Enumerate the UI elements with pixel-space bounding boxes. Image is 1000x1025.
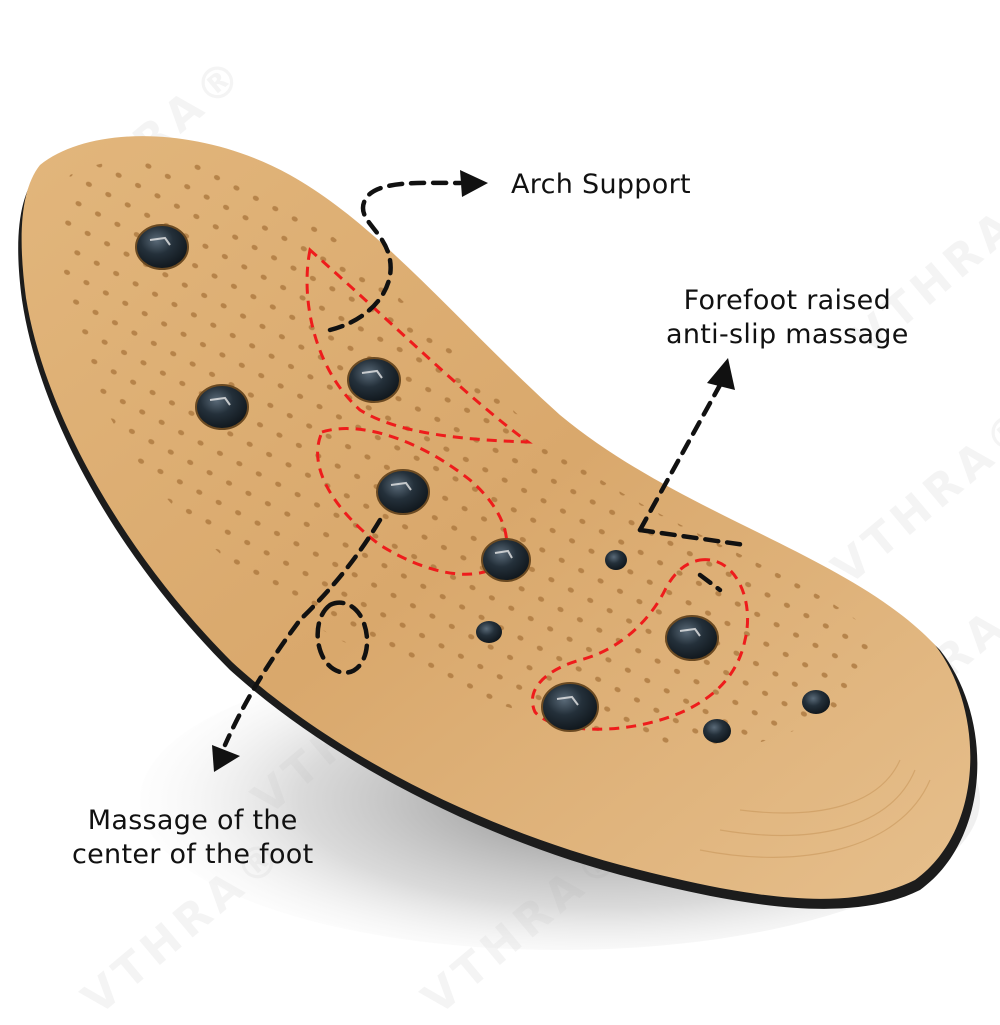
center-foot-label-line1: Massage of the: [87, 805, 298, 836]
center-arrow-line: [222, 517, 383, 748]
center-arrowhead-icon: [212, 745, 240, 772]
arch-support-label: Arch Support: [511, 169, 691, 200]
product-diagram: VTHRA® VTHRA® VTHRA® VTHRA® VTHRA® VTHRA…: [18, 46, 1000, 1025]
forefoot-label-line1: Forefoot raised: [683, 285, 892, 316]
forefoot-arrowhead-icon: [707, 358, 735, 390]
magnet: [802, 690, 830, 714]
magnet: [605, 550, 627, 570]
heel-contour-lines: [699, 759, 931, 858]
magnet: [376, 469, 430, 515]
insole-illustration: [18, 136, 980, 950]
forefoot-arrow-line: [637, 382, 723, 533]
forefoot-label-line2: anti-slip massage: [666, 319, 909, 350]
arch-zone-outline: [305, 247, 533, 444]
magnet: [347, 357, 401, 403]
magnet: [476, 621, 502, 643]
magnet: [703, 719, 731, 743]
insole-dot-texture: [61, 158, 881, 750]
forefoot-label: Forefoot raised anti-slip massage: [666, 284, 909, 352]
center-arrow-loop: [315, 600, 370, 675]
magnet: [195, 384, 249, 430]
center-foot-label: Massage of the center of the foot: [72, 804, 313, 872]
forefoot-arrow-tail: [697, 572, 723, 593]
magnet: [135, 224, 189, 270]
magnet: [481, 538, 531, 582]
magnet: [541, 682, 599, 732]
arch-support-arrow-line: [327, 180, 463, 333]
arch-support-arrowhead-icon: [460, 170, 488, 197]
magnets: [135, 224, 830, 743]
center-foot-label-line2: center of the foot: [72, 839, 314, 870]
forefoot-arrow-base: [637, 527, 748, 548]
callout-arrows: [222, 180, 748, 748]
magnet: [665, 615, 719, 661]
